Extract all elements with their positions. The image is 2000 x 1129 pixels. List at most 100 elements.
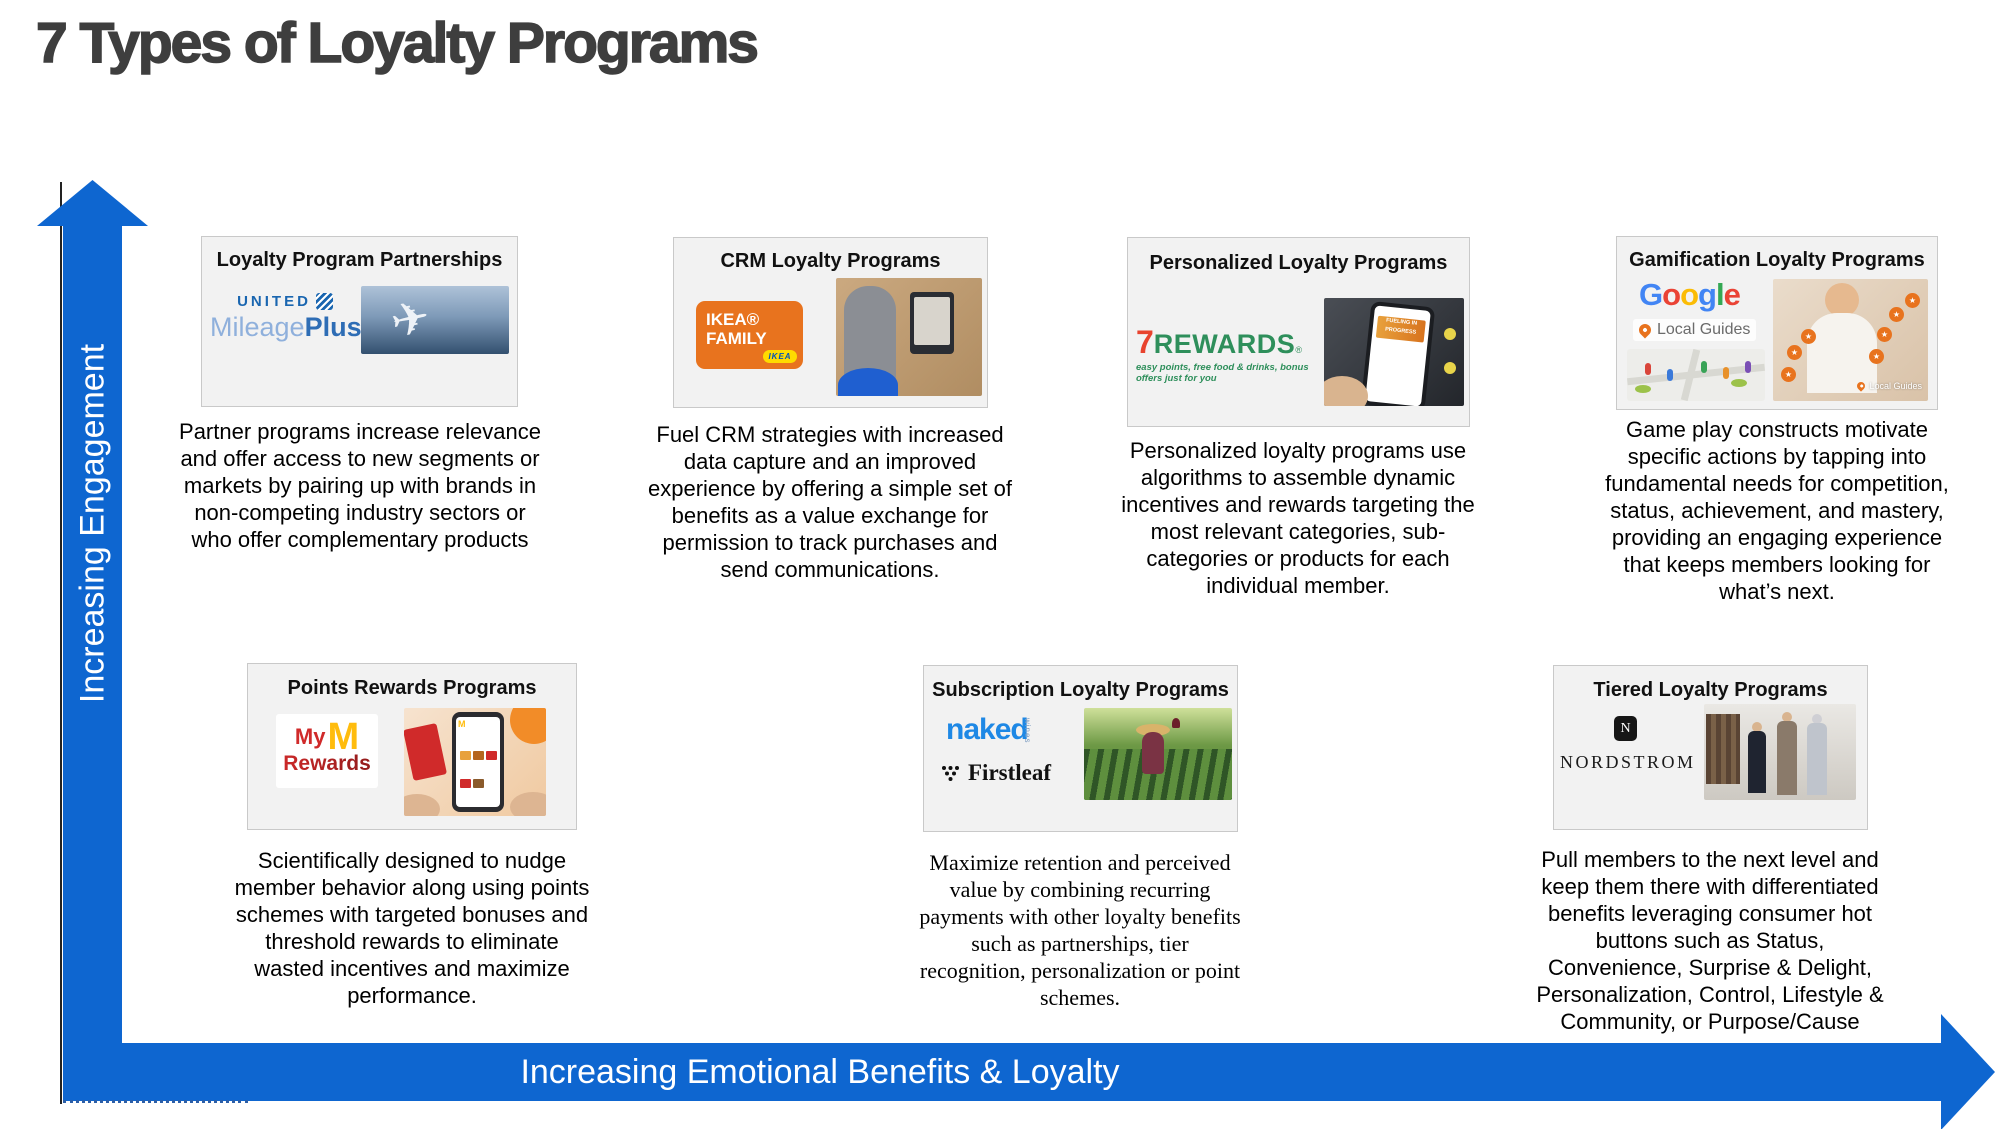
google-logo: Google <box>1639 277 1741 313</box>
mymcdonalds-rewards-logo: My M Rewards <box>276 714 378 788</box>
card-description: Scientifically designed to nudge member … <box>234 848 590 1008</box>
pump-knob <box>1444 362 1456 374</box>
family-wordmark: FAMILY <box>706 329 767 348</box>
card-title: Subscription Loyalty Programs <box>932 679 1229 701</box>
woman-silhouette-body <box>1807 313 1877 393</box>
star-badge-icon: ★ <box>1787 345 1802 360</box>
google-letter: G <box>1639 277 1663 312</box>
card-description: Fuel CRM strategies with increased data … <box>647 422 1013 582</box>
figure-dot <box>1723 367 1729 379</box>
star-badge-icon: ★ <box>1869 349 1884 364</box>
person-silhouette <box>1777 721 1797 795</box>
person-silhouette <box>1782 712 1792 722</box>
united-wordmark: UNITED <box>237 293 311 310</box>
card-title: Loyalty Program Partnerships <box>216 249 503 271</box>
plus-wordmark: Plus <box>304 312 362 342</box>
photo-local-guides-label: Local Guides <box>1855 380 1922 392</box>
red-box-shape <box>404 723 448 781</box>
woman-silhouette <box>1142 732 1164 774</box>
axis-corner-dots <box>63 1100 248 1103</box>
google-letter: o <box>1680 277 1699 312</box>
figure-dot <box>1667 369 1673 381</box>
star-badge-icon: ★ <box>1905 293 1920 308</box>
horizontal-arrow-shaft <box>63 1043 1943 1101</box>
rewards-wordmark: REWARDS <box>1153 329 1296 359</box>
card-tiered-loyalty-programs: Tiered Loyalty Programs N NORDSTROM <box>1553 665 1868 830</box>
blue-bag-shape <box>838 368 898 396</box>
kiosk-photo <box>836 278 982 396</box>
vineyard-photo <box>1084 708 1232 800</box>
star-badge-icon: ★ <box>1781 367 1796 382</box>
card-title: Tiered Loyalty Programs <box>1593 679 1828 701</box>
card-title: Personalized Loyalty Programs <box>1149 252 1448 274</box>
ikea-wordmark: IKEA® <box>706 310 760 329</box>
hand-shape <box>404 794 440 816</box>
card-description: Partner programs increase relevance and … <box>179 419 541 552</box>
card-description: Pull members to the next level and keep … <box>1536 847 1884 1034</box>
card-crm-loyalty-programs: CRM Loyalty Programs IKEA® FAMILY IKEA <box>673 237 988 408</box>
local-guides-logo: Local Guides <box>1633 319 1757 341</box>
vertical-arrow-shaft <box>63 225 122 1101</box>
card-description: Personalized loyalty programs use algori… <box>1121 438 1475 598</box>
card-subscription-loyalty-programs: Subscription Loyalty Programs naked wine… <box>923 665 1238 832</box>
registered-mark: ® <box>1295 345 1302 355</box>
naked-wines-logo: naked wines <box>946 713 1057 746</box>
golden-arches-icon: M <box>327 716 360 758</box>
phone-icon: FUELING IN PROGRESS <box>1360 300 1436 406</box>
star-badge-icon: ★ <box>1877 327 1892 342</box>
map-pin-icon <box>1636 321 1654 339</box>
orange-shape <box>510 708 546 744</box>
horizontal-axis-label: Increasing Emotional Benefits & Loyalty … <box>520 1053 1120 1129</box>
vertical-arrow-head-icon <box>37 180 148 226</box>
nordstrom-wordmark: NORDSTROM <box>1560 752 1696 772</box>
7rewards-tagline: easy points, free food & drinks, bonus o… <box>1136 362 1309 384</box>
wines-wordmark: wines <box>1022 718 1032 744</box>
person-silhouette <box>1752 722 1762 732</box>
local-guides-photo: ★ ★ ★ ★ ★ ★ ★ Local Guides <box>1773 279 1928 401</box>
map-illustration <box>1627 349 1765 401</box>
google-letter: o <box>1662 277 1681 312</box>
card-title: CRM Loyalty Programs <box>720 250 941 272</box>
rewards-wordmark: Rewards <box>276 752 378 776</box>
card-points-rewards-programs: Points Rewards Programs My M Rewards M <box>247 663 577 830</box>
vertical-axis-label: Increasing Engagement <box>73 343 112 704</box>
pump-knob <box>1444 328 1456 340</box>
ikea-family-card: IKEA® FAMILY IKEA <box>696 301 803 369</box>
card-title: Points Rewards Programs <box>287 677 537 699</box>
figure-dot <box>1701 361 1707 373</box>
naked-wordmark: naked <box>946 713 1029 746</box>
local-guides-wordmark: Local Guides <box>1657 321 1751 338</box>
clothing-rack <box>1706 714 1740 784</box>
united-globe-icon <box>315 293 333 310</box>
firstleaf-wordmark: Firstleaf <box>968 760 1052 785</box>
phone-screen: M <box>456 717 500 807</box>
card-loyalty-program-partnerships: Loyalty Program Partnerships UNITED Mile… <box>201 236 518 407</box>
firstleaf-logo: Firstleaf <box>940 760 1051 786</box>
hand-shape <box>1324 376 1368 406</box>
my-wordmark: My <box>294 724 326 749</box>
card-personalized-loyalty-programs: Personalized Loyalty Programs 7 REWARDS … <box>1127 237 1470 427</box>
mcdonalds-app-photo: M <box>404 708 546 816</box>
store-photo <box>1704 704 1856 800</box>
tablet-screen <box>914 297 950 345</box>
nordstrom-n-badge: N <box>1614 716 1637 741</box>
seven-glyph: 7 <box>1136 324 1154 360</box>
person-silhouette <box>1748 731 1766 793</box>
straw-hat-shape <box>1136 724 1170 736</box>
woman-silhouette <box>1825 283 1859 317</box>
google-letter: g <box>1698 277 1717 312</box>
hand-shape <box>510 792 546 816</box>
google-letter: e <box>1723 277 1741 312</box>
mannequin-silhouette <box>1812 714 1822 724</box>
firstleaf-dots-icon <box>942 765 959 781</box>
card-description: Game play constructs motivate specific a… <box>1605 417 1949 604</box>
star-badge-icon: ★ <box>1889 307 1904 322</box>
card-gamification-loyalty-programs: Gamification Loyalty Programs Google Loc… <box>1616 236 1938 410</box>
mileage-wordmark: Mileage <box>210 312 305 342</box>
card-description: Maximize retention and perceived value b… <box>919 850 1241 1010</box>
fuel-app-photo: FUELING IN PROGRESS <box>1324 298 1464 406</box>
7rewards-logo: 7 REWARDS ® easy points, free food & dri… <box>1136 324 1324 384</box>
ikea-badge: IKEA <box>763 350 797 363</box>
star-badge-icon: ★ <box>1801 329 1816 344</box>
google-letter: l <box>1715 277 1725 312</box>
